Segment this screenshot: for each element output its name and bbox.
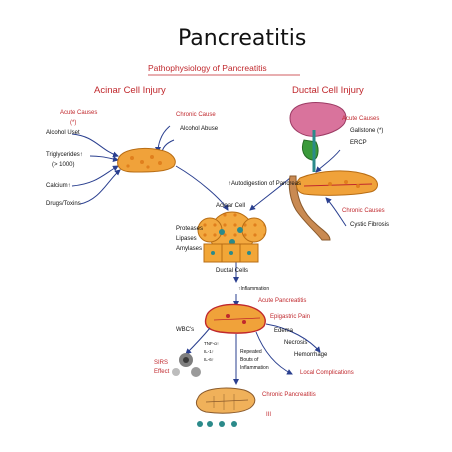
ductal-acute-cause-2: ERCP xyxy=(350,140,367,146)
ductal-heading: Ductal Cell Injury xyxy=(292,85,364,96)
convergence-arrows xyxy=(175,165,291,307)
autodigestion-label: ↑Autodigestion of Pancreas xyxy=(228,181,302,187)
enzyme-2: Lipases xyxy=(176,236,197,242)
local-effect-3: Hemorrhage xyxy=(294,352,328,358)
enzyme-1: Proteases xyxy=(176,226,204,232)
chronic-pancreatitis-label: Chronic Pancreatitis xyxy=(262,392,316,398)
repeated-bouts-2: Bouts of xyxy=(240,357,259,363)
bottom-icons xyxy=(197,421,237,427)
wbc-label: WBC's xyxy=(176,327,195,333)
inflammation-label: ↑Inflammation xyxy=(238,286,270,292)
local-complications-label: Local Complications xyxy=(300,370,354,376)
ductal-cells-block xyxy=(203,243,259,263)
acinar-acute-cause-1: Alcohol Uset xyxy=(46,130,80,136)
cytokine-2: IL-1↑ xyxy=(204,349,215,354)
acinar-acute-cause-4: Drugs/Toxins xyxy=(46,201,81,207)
acute-causes-arrows xyxy=(71,125,175,205)
acinar-cell-label: Acinar Cell xyxy=(216,203,246,209)
acute-pancreatitis-label: Acute Pancreatitis xyxy=(258,298,307,304)
roman-numeral-label: III xyxy=(266,412,272,418)
acinar-acute-mark: (*) xyxy=(70,120,77,126)
acinar-acute-cause-3: Calcium↑ xyxy=(46,183,71,189)
acinar-chronic-label: Chronic Cause xyxy=(176,112,216,118)
ductal-causes-arrows xyxy=(315,149,347,227)
acinar-acute-cause-2: Triglycerides↑ xyxy=(46,152,83,158)
acinar-acute-cause-2b: (> 1000) xyxy=(52,162,75,168)
repeated-bouts-3: Inflammation xyxy=(240,365,269,371)
acinar-acute-label: Acute Causes xyxy=(60,110,98,116)
cytokine-1: TNF-α↑ xyxy=(204,341,220,346)
acute-branches xyxy=(185,323,321,385)
epigastric-pain-label: Epigastric Pain xyxy=(270,314,311,320)
acinar-pancreas-icon xyxy=(117,147,176,173)
local-effect-1: Edema xyxy=(274,328,294,334)
page-title: Pancreatitis xyxy=(178,26,307,51)
acute-pancreatitis-organ xyxy=(204,303,266,334)
ductal-acute-label: Acute Causes xyxy=(342,116,380,122)
local-effect-2: Necrosis xyxy=(284,340,308,346)
chronic-pancreatitis-organ xyxy=(195,387,256,414)
sirs-label-1: SIRS xyxy=(154,360,169,366)
ductal-acute-cause-1: Gallstone (*) xyxy=(350,128,384,134)
cytokine-3: IL-6↑ xyxy=(204,357,215,362)
wbc-cells xyxy=(172,353,201,377)
ductal-chronic-cause-1: Cystic Fibrosis xyxy=(350,222,390,228)
liver-gallbladder-illustration xyxy=(288,102,378,241)
ductal-cells-label: Ductal Cells xyxy=(216,268,249,274)
subtitle: Pathophysiology of Pancreatitis xyxy=(148,63,267,73)
acinar-chronic-cause-1: Alcohol Abuse xyxy=(180,126,219,132)
enzyme-3: Amylases xyxy=(176,246,203,252)
sirs-label-2: Effect xyxy=(154,369,170,375)
repeated-bouts-1: Repeated xyxy=(240,349,262,355)
acinar-heading: Acinar Cell Injury xyxy=(94,85,166,96)
ductal-chronic-label: Chronic Causes xyxy=(342,208,385,214)
